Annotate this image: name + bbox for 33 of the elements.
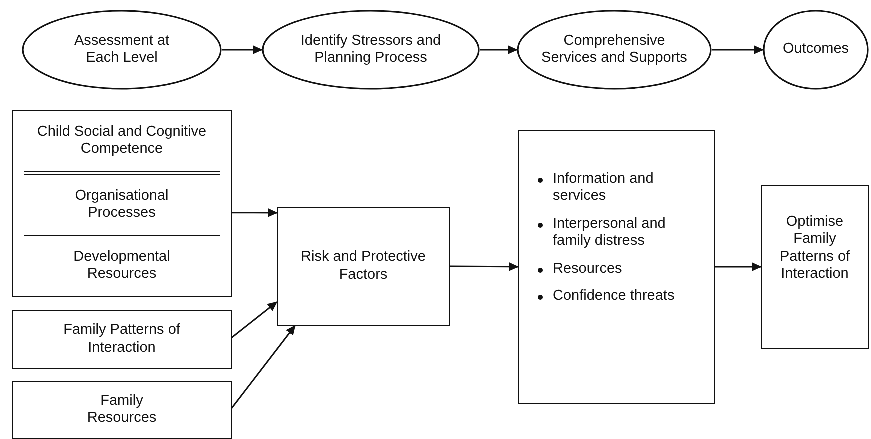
node-label: Comprehensive Services and Supports (540, 32, 688, 68)
arrow (712, 46, 764, 54)
arrow (450, 262, 519, 272)
node-label: Organisational Processes (74, 188, 170, 222)
node-label: Optimise Family Patterns of Interaction (778, 214, 852, 284)
process-box (12, 381, 232, 439)
factor-box (12, 110, 232, 297)
arrow (232, 208, 278, 218)
node-label: Risk and Protective Factors (300, 249, 427, 284)
arrow (222, 46, 263, 54)
arrow (232, 302, 278, 338)
node-label: Family Patterns of Interaction (62, 322, 182, 357)
process-box (277, 207, 450, 326)
node-label: Outcomes (782, 41, 850, 59)
process-ellipse (262, 10, 480, 90)
process-ellipse (517, 10, 712, 90)
process-ellipse (763, 10, 869, 90)
bullet-text: Resources (553, 260, 624, 278)
arrow (231, 325, 296, 409)
process-box (761, 185, 869, 349)
node-label: Family Resources (86, 392, 158, 428)
arrow (715, 262, 762, 272)
bullet-text: Information and services (553, 171, 655, 206)
node-label: Child Social and Cognitive Competence (36, 124, 208, 158)
process-box (12, 310, 232, 369)
process-ellipse (22, 10, 222, 90)
bullet-text: Confidence threats (553, 288, 676, 306)
node-label: Assessment at Each Level (73, 32, 171, 68)
node-label: Identify Stressors and Planning Process (300, 32, 442, 68)
node-label: Developmental Resources (72, 248, 172, 284)
factor-list-box (518, 130, 715, 404)
bullet-text: Interpersonal and family distress (553, 216, 667, 251)
arrow (480, 46, 518, 54)
